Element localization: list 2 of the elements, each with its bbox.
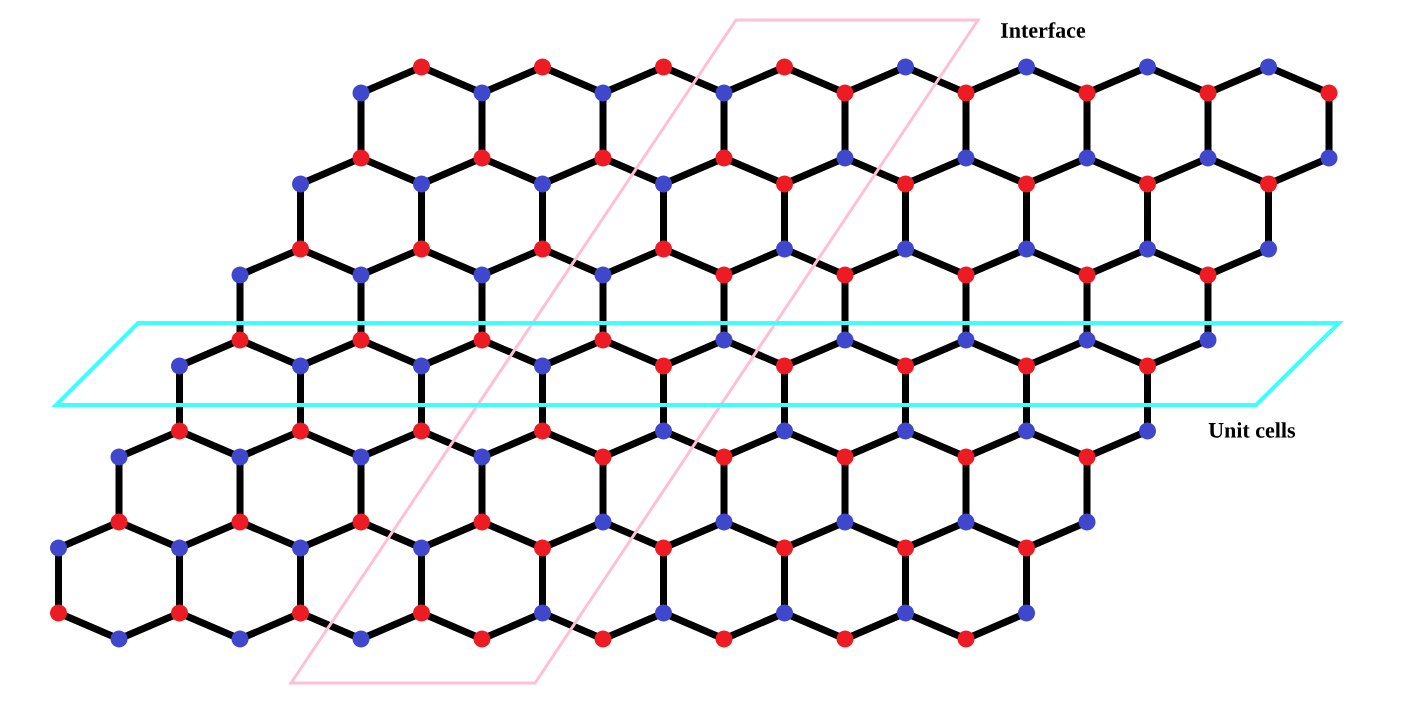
label: Unit cells xyxy=(1208,422,1296,438)
label: Interface xyxy=(1000,22,1086,38)
